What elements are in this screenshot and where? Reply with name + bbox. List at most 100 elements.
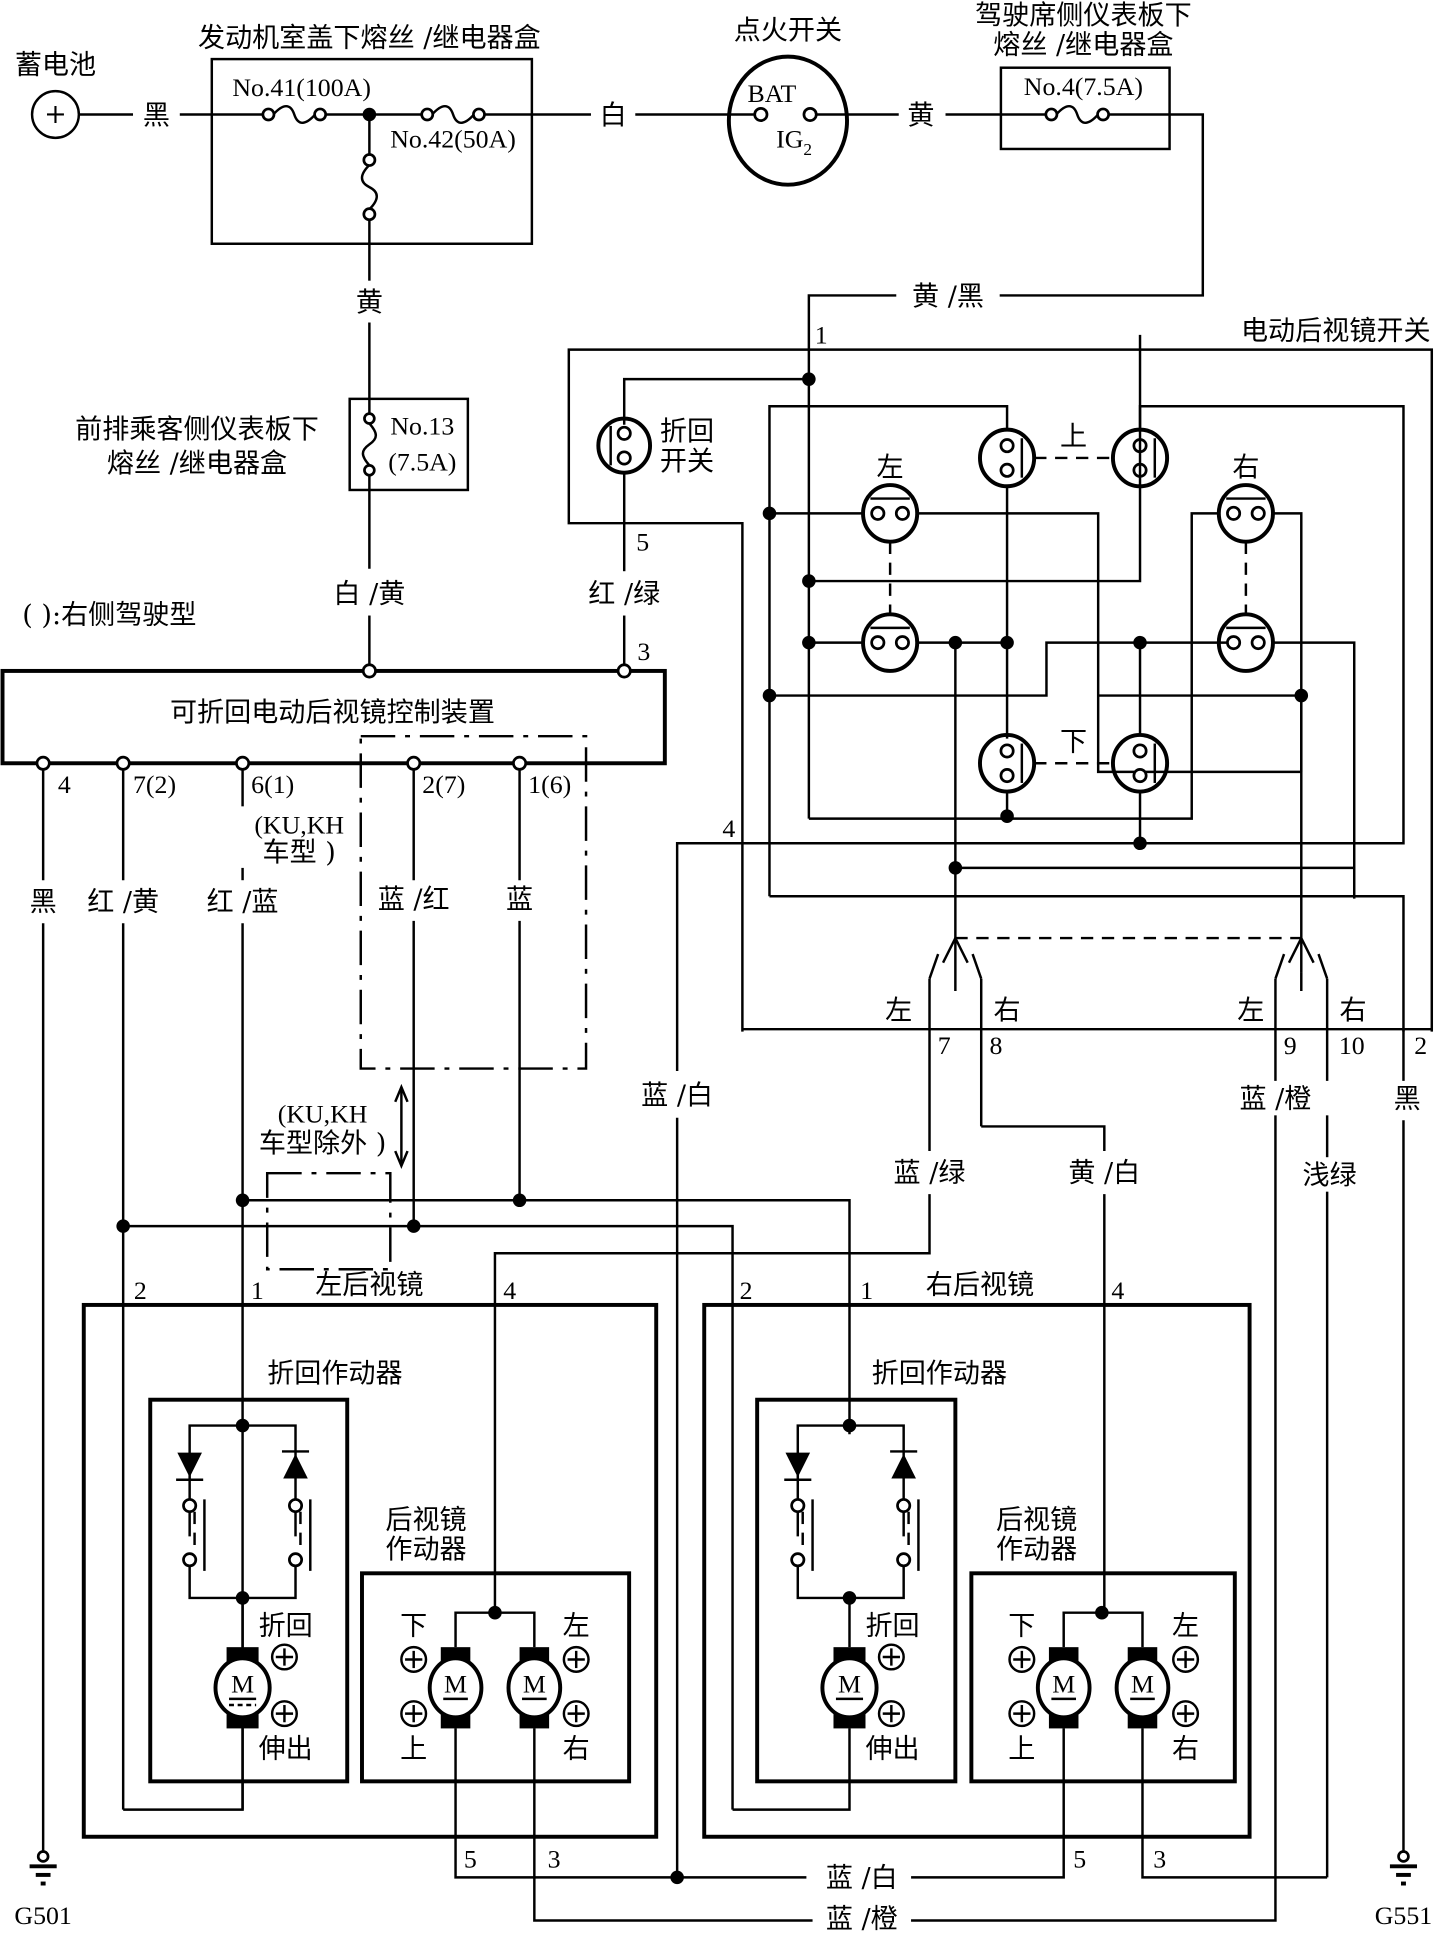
svg-text:M: M xyxy=(523,1670,546,1699)
mirror-switch: 电动后视镜开关 1 折回 开关 5 红 /绿 3 上 xyxy=(567,316,1434,1884)
switch-pin-10: 10 xyxy=(1339,1031,1365,1060)
up-switch-a-icon xyxy=(978,427,1037,489)
updown-motor-icon: M xyxy=(427,1647,484,1729)
wire-label-yellow: 黄 xyxy=(907,100,934,131)
fuse-42a-icon xyxy=(420,104,486,125)
left-right-label: 右 xyxy=(563,1734,590,1765)
left-mirror-actuator-title-1: 后视镜 xyxy=(385,1505,466,1536)
fuse-13-label: No.13 xyxy=(390,412,454,441)
plus-icon xyxy=(877,1700,905,1728)
left-extend-label: 伸出 xyxy=(259,1734,313,1765)
left-mirror-pin-1: 1 xyxy=(251,1276,264,1305)
cu-pin-1: 1(6) xyxy=(528,770,571,799)
wire-label-black: 黑 xyxy=(143,100,170,131)
plus-icon xyxy=(400,1645,428,1674)
double-arrow-icon xyxy=(394,1083,409,1170)
wire-label-cu-black: 黑 xyxy=(30,887,57,918)
right-left-label: 左 xyxy=(1172,1611,1199,1642)
fuse-13-rating: (7.5A) xyxy=(388,447,456,476)
passenger-fuse-box: 前排乘客侧仪表板下 熔丝 /继电器盒 No.13 (7.5A) xyxy=(75,397,470,492)
left-mirror-actuator-title-2: 作动器 xyxy=(385,1535,466,1566)
ignition-bat: BAT xyxy=(748,79,797,108)
ground-g551-icon xyxy=(1389,1850,1418,1886)
driver-fuse-box-title-2: 熔丝 /继电器盒 xyxy=(993,30,1173,61)
ground-g551-label: G551 xyxy=(1375,1901,1432,1930)
right-mirror-actuator-title-2: 作动器 xyxy=(996,1535,1077,1566)
cu-pin-3: 3 xyxy=(637,637,650,666)
ignition-ig: IG2 xyxy=(776,125,812,159)
fold-motor-icon: M xyxy=(213,1647,272,1729)
wire-label-blue-green: 蓝 /绿 xyxy=(894,1158,966,1189)
left-switch-b-icon xyxy=(861,612,920,673)
down-switch-b-icon xyxy=(1110,732,1170,794)
right-switch-b-icon xyxy=(1216,612,1275,673)
svg-text:M: M xyxy=(444,1670,467,1699)
down-switch-a-icon xyxy=(978,732,1037,794)
control-unit: 可折回电动后视镜控制装置 4 7(2) 6(1) 2(7) 1(6) (KU,K… xyxy=(0,663,667,1070)
plus-icon xyxy=(400,1700,428,1728)
right-right-label: 右 xyxy=(1172,1734,1199,1765)
passenger-fuse-box-title-1: 前排乘客侧仪表板下 xyxy=(75,414,319,445)
left-mirror-pin-2: 2 xyxy=(134,1276,147,1305)
wire-label-red-green: 红 /绿 xyxy=(588,579,660,610)
wire-label-black-2: 黑 xyxy=(1394,1084,1421,1115)
fuse-42b-icon xyxy=(360,153,378,222)
plus-icon xyxy=(270,1643,298,1671)
wire-label-blue-orange: 蓝 /橙 xyxy=(1239,1084,1311,1115)
right-mirror-actuator-title-1: 后视镜 xyxy=(996,1505,1077,1536)
left-mirror: 左后视镜 2 1 4 折回作动器 折回 M xyxy=(81,1270,1277,1922)
selector-right-icon xyxy=(1274,935,1329,1884)
plus-icon xyxy=(1172,1645,1200,1674)
diode-icon xyxy=(283,1453,308,1479)
wire-label-blue: 蓝 xyxy=(506,885,533,916)
fold-switch-label-2: 开关 xyxy=(660,446,714,477)
right-mirror-pin-3: 3 xyxy=(1153,1845,1166,1874)
cu-pin-4: 4 xyxy=(58,770,71,799)
engine-fuse-box-title: 发动机室盖下熔丝 /继电器盒 xyxy=(198,23,541,54)
diode-icon xyxy=(177,1452,202,1478)
wire-label-yellow-2: 黄 xyxy=(356,287,383,318)
ku-kh-except-1: (KU,KH xyxy=(278,1100,368,1129)
wire-label-bottom-blue-white: 蓝 /白 xyxy=(826,1863,898,1894)
svg-text:M: M xyxy=(1052,1670,1075,1699)
right-up-label: 上 xyxy=(1008,1734,1035,1765)
selector-left-icon xyxy=(928,935,983,1127)
ground-g501-label: G501 xyxy=(14,1901,71,1930)
plus-icon xyxy=(1008,1645,1036,1674)
ignition-title: 点火开关 xyxy=(734,15,842,46)
plus-icon xyxy=(562,1645,590,1674)
wire-label-red-yellow: 红 /黄 xyxy=(87,887,159,918)
battery: + 蓄电池 xyxy=(15,50,96,140)
right-mirror-title: 右后视镜 xyxy=(926,1270,1034,1301)
ignition-switch: 点火开关 BAT IG2 xyxy=(726,15,850,187)
leftright-motor-icon: M xyxy=(1114,1647,1171,1729)
left-fold-actuator-title: 折回作动器 xyxy=(267,1358,402,1389)
passenger-fuse-box-title-2: 熔丝 /继电器盒 xyxy=(107,449,287,480)
wire-label-red-blue: 红 /蓝 xyxy=(207,887,279,918)
ku-kh-except-2: 车型除外 ) xyxy=(259,1128,386,1159)
left-up-label: 上 xyxy=(400,1734,427,1765)
wire-label-yellow-black: 黄 /黑 xyxy=(912,281,984,312)
right-mirror-pin-1: 1 xyxy=(860,1276,873,1305)
switch-label-up: 上 xyxy=(1060,422,1087,453)
fuse-41-icon xyxy=(261,104,328,125)
switch-pin-4: 4 xyxy=(722,814,735,843)
selector-label-left: 左 xyxy=(885,995,912,1026)
fuse-13-icon xyxy=(361,412,378,477)
switch-label-right: 右 xyxy=(1232,452,1259,483)
switch-pin-1: 1 xyxy=(815,320,828,349)
left-switch-a-icon xyxy=(861,483,920,544)
updown-motor-icon: M xyxy=(1035,1647,1092,1729)
fold-switch-icon xyxy=(596,416,653,475)
right-fold-label: 折回 xyxy=(865,1611,919,1642)
wire-label-yellow-white: 黄 /白 xyxy=(1068,1158,1140,1189)
cu-pin-6: 6(1) xyxy=(251,770,294,799)
selector2-label-right: 右 xyxy=(1339,995,1366,1026)
right-mirror-pin-4: 4 xyxy=(1111,1276,1124,1305)
svg-text:M: M xyxy=(231,1670,254,1699)
cu-pin-2: 2(7) xyxy=(422,770,465,799)
left-fold-label: 折回 xyxy=(259,1611,313,1642)
ground-g501-icon xyxy=(29,1850,57,1886)
diode-icon xyxy=(785,1452,811,1478)
cu-pin-7: 7(2) xyxy=(133,770,176,799)
